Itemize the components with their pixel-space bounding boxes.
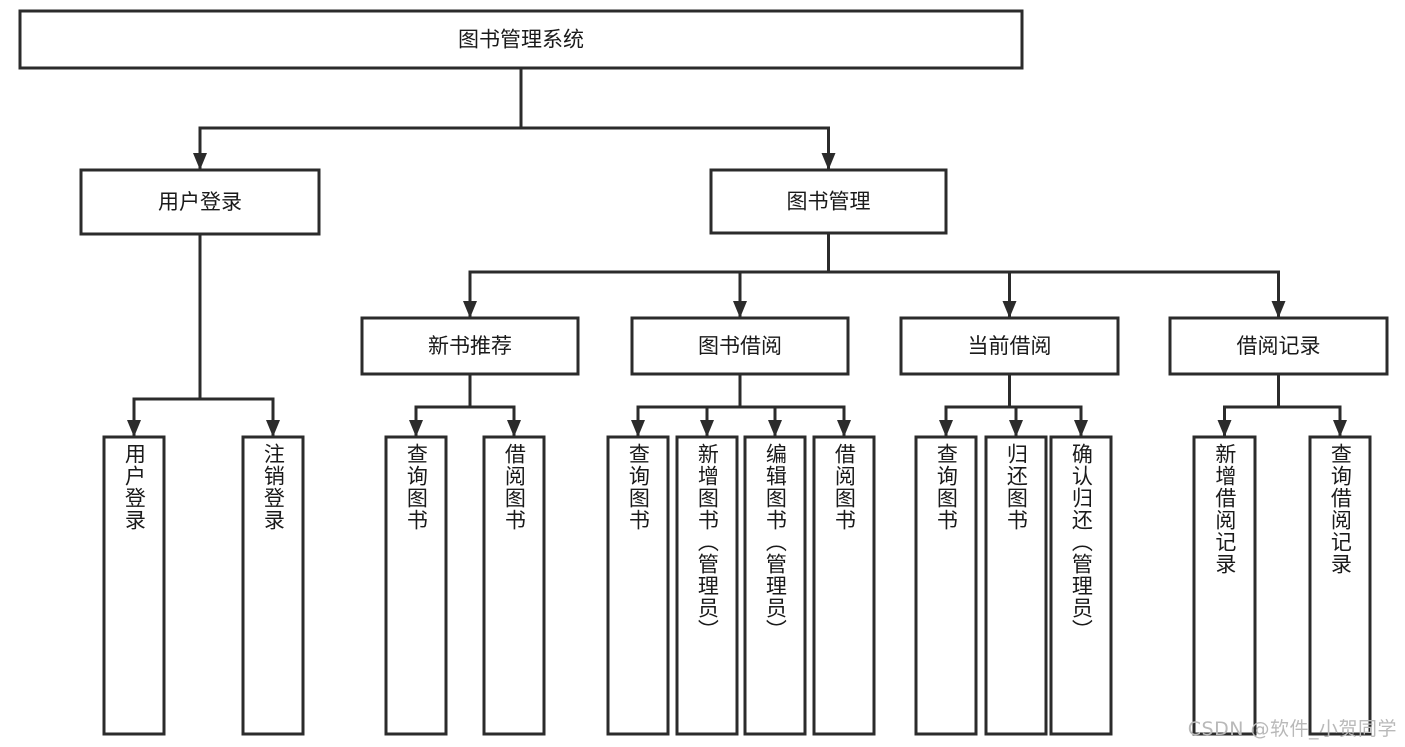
node-label-current-borrow: 当前借阅	[968, 334, 1052, 358]
edge-group-borrow-record	[1217, 372, 1347, 438]
node-box-current-borrow	[899, 316, 1120, 376]
edge-group-root	[193, 66, 836, 171]
node-label-root: 图书管理系统	[458, 28, 584, 52]
arrow-head-icon	[939, 420, 953, 437]
node-label-borrow-record: 借阅记录	[1237, 334, 1321, 358]
node-box-leaf-bb-query	[606, 435, 670, 736]
arrow-head-icon	[733, 301, 747, 318]
arrow-head-icon	[1333, 420, 1347, 437]
edge-group-book-manage	[463, 231, 1286, 319]
edge-group-new-book-rec	[409, 372, 521, 438]
arrow-head-icon	[266, 420, 280, 437]
arrow-head-icon	[768, 420, 782, 437]
node-box-leaf-cb-return	[984, 435, 1048, 736]
node-box-leaf-user-login	[102, 435, 166, 736]
node-box-leaf-bb-add	[675, 435, 739, 736]
arrow-head-icon	[127, 420, 141, 437]
arrow-head-icon	[700, 420, 714, 437]
node-box-leaf-br-add	[1192, 435, 1257, 736]
watermark-text: CSDN @软件_小贺同学	[1187, 718, 1397, 740]
node-box-leaf-cb-query	[914, 435, 978, 736]
arrow-head-icon	[1271, 301, 1286, 318]
node-box-leaf-cb-confirm	[1049, 435, 1113, 736]
arrow-head-icon	[631, 420, 645, 437]
node-box-leaf-logout	[241, 435, 305, 736]
arrow-head-icon	[409, 420, 423, 437]
node-box-book-manage	[709, 168, 948, 235]
node-box-leaf-bb-borrow	[812, 435, 876, 736]
arrow-head-icon	[507, 420, 521, 437]
node-box-leaf-rec-query	[384, 435, 448, 736]
node-label-new-book-rec: 新书推荐	[428, 334, 512, 358]
node-box-root	[18, 9, 1024, 70]
node-box-leaf-bb-edit	[743, 435, 807, 736]
arrow-head-icon	[1002, 301, 1017, 318]
node-box-leaf-rec-borrow	[482, 435, 546, 736]
boxes-layer	[18, 9, 1389, 736]
node-box-borrow-record	[1168, 316, 1389, 376]
arrow-head-icon	[1217, 420, 1232, 437]
node-box-user-login	[79, 168, 321, 236]
arrow-head-icon	[463, 301, 477, 318]
node-label-book-manage: 图书管理	[787, 190, 871, 214]
edge-group-book-borrow	[631, 372, 851, 438]
arrow-head-icon	[837, 420, 851, 437]
arrow-head-icon	[821, 153, 836, 170]
node-box-new-book-rec	[360, 316, 580, 376]
node-box-leaf-br-query	[1308, 435, 1372, 736]
edge-group-user-login	[127, 232, 280, 438]
arrow-head-icon	[1074, 420, 1088, 437]
edges-layer	[127, 66, 1347, 438]
node-label-book-borrow: 图书借阅	[698, 334, 782, 358]
arrow-head-icon	[1009, 420, 1023, 437]
edge-group-current-borrow	[939, 372, 1088, 438]
arrow-head-icon	[193, 153, 207, 170]
node-label-user-login: 用户登录	[158, 190, 242, 214]
node-box-book-borrow	[630, 316, 850, 376]
